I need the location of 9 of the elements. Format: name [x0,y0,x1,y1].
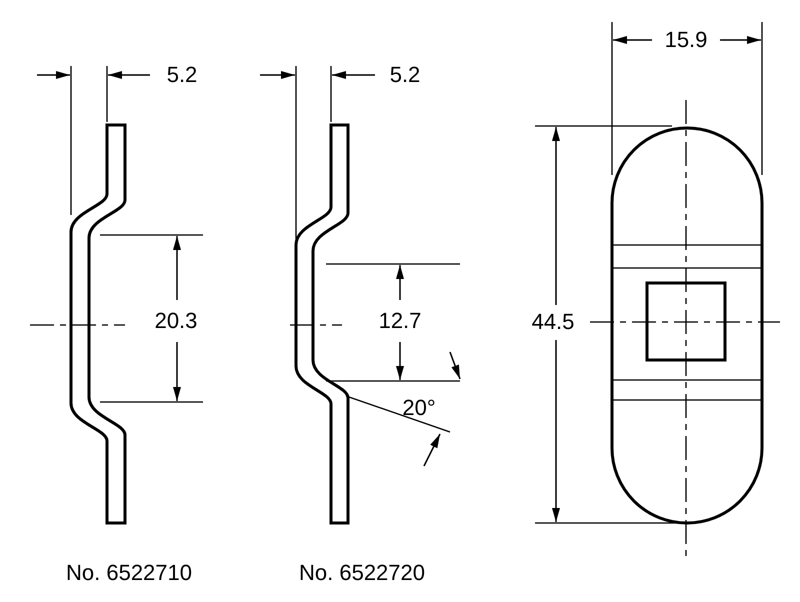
dimension-value: 15.9 [664,29,708,51]
part-number: No. 6522720 [299,562,425,584]
dimension-value: 20.3 [154,310,198,332]
dimension-value: 5.2 [390,64,420,86]
dimension-value: 20° [402,397,436,419]
dimension-value: 5.2 [166,64,198,86]
dimension-value: 12.7 [378,310,422,332]
part-number: No. 6522710 [66,562,192,584]
dimension-value: 44.5 [532,311,574,333]
